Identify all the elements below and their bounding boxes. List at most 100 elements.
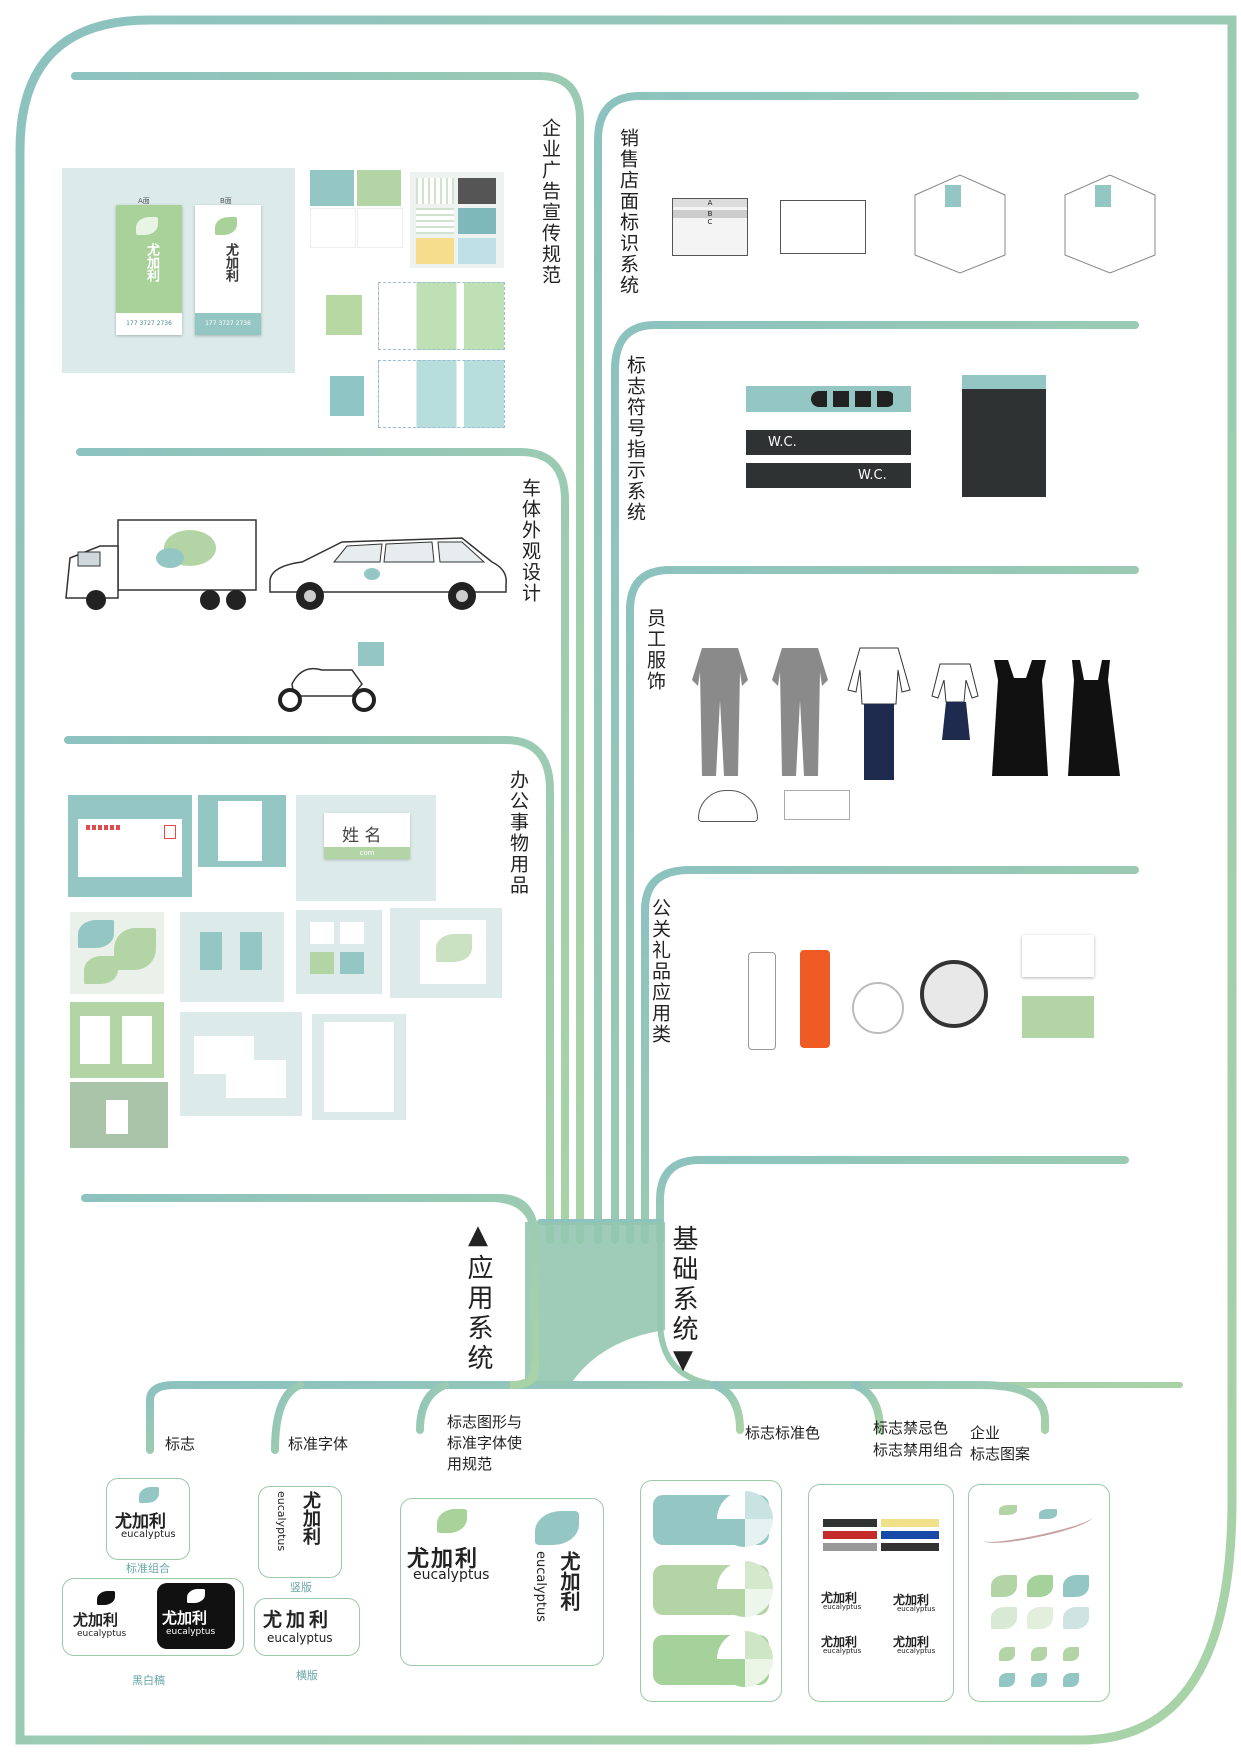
basic-label-forbid-2: 标志禁用组合 xyxy=(873,1441,964,1459)
name-card-panel: 姓 名 com xyxy=(296,795,436,901)
store-sign-c: C xyxy=(707,218,713,226)
font-vertical-box: 尤加利 eucalyptus xyxy=(258,1486,342,1578)
logo-bw-box: 尤加利 eucalyptus 尤加利 eucalyptus xyxy=(62,1578,244,1656)
flag-stand-panel xyxy=(180,912,284,1002)
application-system-label: ▲应用系统 xyxy=(463,1220,493,1374)
shopping-bag-green xyxy=(326,295,362,335)
color-cards xyxy=(310,170,403,248)
car-illustration xyxy=(269,537,507,610)
wc-label-2: W.C. xyxy=(858,468,887,483)
gift-card-green xyxy=(1022,996,1094,1038)
store-interior-1 xyxy=(914,174,1006,274)
forbidden-color-box: 尤加利 eucalyptus 尤加利 eucalyptus 尤加利 eucaly… xyxy=(808,1484,954,1702)
basic-label-rule-1: 标志图形与 xyxy=(447,1413,523,1431)
business-card-a: 尤加利 177 3727 2736 xyxy=(116,205,182,335)
cups-panel xyxy=(296,910,382,994)
logo-bw-black-en: eucalyptus xyxy=(166,1627,216,1637)
logo-rule-box: 尤加利 eucalyptus 尤加利 eucalyptus xyxy=(400,1498,604,1666)
leaf-folder xyxy=(70,912,164,994)
font-horizontal-en: eucalyptus xyxy=(267,1631,333,1645)
logo-standard-box: 尤加利 eucalyptus xyxy=(106,1478,190,1560)
folder-panel xyxy=(390,908,502,998)
wc-sign-1: W.C. xyxy=(746,430,911,455)
letterhead-panel xyxy=(198,795,286,867)
basic-label-pattern-1: 企业 xyxy=(970,1424,1001,1442)
forbid-logo-2-en: eucalyptus xyxy=(897,1605,936,1613)
font-vertical-cn: 尤加利 xyxy=(300,1491,321,1545)
lighter-orange xyxy=(800,950,830,1048)
caption-vertical: 竖版 xyxy=(290,1581,312,1594)
card-a-phone: 177 3727 2736 xyxy=(116,313,182,335)
standard-color-box xyxy=(640,1480,782,1702)
store-interior-2 xyxy=(1064,174,1156,274)
uniforms-row xyxy=(692,647,1120,780)
shopping-bag-teal xyxy=(330,376,364,416)
store-sign-b: B xyxy=(673,210,747,218)
badge-panel xyxy=(70,1002,164,1078)
rule-horizontal-cn: 尤加利 xyxy=(407,1547,480,1572)
branch-label-ad: 企业广告宣传规范 xyxy=(539,118,561,286)
store-front-a: A B C xyxy=(672,198,748,256)
no-sign-bar xyxy=(746,386,911,412)
rule-horizontal-en: eucalyptus xyxy=(413,1567,490,1583)
card-b-logo-text: 尤加利 xyxy=(223,243,238,282)
caption-standard-combo: 标准组合 xyxy=(126,1562,170,1575)
basic-label-forbid-1: 标志禁忌色 xyxy=(873,1419,949,1437)
font-vertical-en: eucalyptus xyxy=(275,1491,288,1552)
card-a-label: A面 xyxy=(138,197,150,205)
pattern-grid-panel xyxy=(410,172,504,268)
logo-bw-black-cn: 尤加利 xyxy=(162,1609,208,1627)
forbid-logo-2-cn: 尤加利 xyxy=(893,1593,930,1607)
basic-label-rule-2: 标准字体使 xyxy=(447,1434,523,1452)
envelope-panel xyxy=(68,795,192,897)
store-front-b xyxy=(780,200,866,254)
forbid-logo-3-cn: 尤加利 xyxy=(821,1635,858,1649)
ad-card-panel: A面 B面 尤加利 177 3727 2736 尤加利 177 3727 273… xyxy=(62,168,295,373)
branch-label-office: 办公事物用品 xyxy=(507,770,529,896)
business-card-b: 尤加利 177 3727 2736 xyxy=(195,205,261,335)
card-b-phone: 177 3727 2736 xyxy=(195,313,261,335)
rule-vertical-en: eucalyptus xyxy=(533,1551,548,1623)
caption-horizontal: 横版 xyxy=(296,1669,318,1682)
branch-label-uniform: 员工服饰 xyxy=(644,608,666,692)
lighter-white xyxy=(748,952,776,1050)
name-tag xyxy=(784,790,850,820)
forbid-logo-3-en: eucalyptus xyxy=(823,1647,862,1655)
basic-system-label: 基础系统▼ xyxy=(668,1225,698,1379)
wc-label-1: W.C. xyxy=(768,435,797,450)
invoice-panel xyxy=(312,1014,406,1120)
logo-standard-en: eucalyptus xyxy=(121,1529,176,1540)
logo-bw-white-cn: 尤加利 xyxy=(73,1611,119,1629)
basic-label-logo: 标志 xyxy=(165,1435,196,1453)
name-card-sub: com xyxy=(324,847,410,859)
name-card-title: 姓 名 xyxy=(342,826,382,846)
bag-dieline-teal xyxy=(378,360,505,428)
basic-label-pattern-2: 标志图案 xyxy=(970,1445,1031,1463)
scooter-illustration xyxy=(278,642,384,712)
lanyard-photo xyxy=(70,1082,168,1148)
gift-card-white xyxy=(1022,935,1094,977)
store-sign-a: A xyxy=(673,199,747,207)
keychain xyxy=(852,982,904,1034)
font-horizontal-box: 尤加利 eucalyptus xyxy=(254,1598,360,1656)
branch-label-vehicle: 车体外观设计 xyxy=(519,478,541,604)
basic-label-font: 标准字体 xyxy=(288,1435,349,1453)
basic-label-rule-3: 用规范 xyxy=(447,1455,493,1473)
card-b-label: B面 xyxy=(220,197,232,205)
branch-label-store: 销售店面标识系统 xyxy=(617,128,639,296)
basic-label-color: 标志标准色 xyxy=(745,1424,821,1442)
branch-label-sign: 标志符号指示系统 xyxy=(624,355,646,523)
leaf-card-panel xyxy=(180,1012,302,1116)
rule-vertical-cn: 尤加利 xyxy=(557,1551,581,1611)
forbid-logo-4-cn: 尤加利 xyxy=(893,1635,930,1649)
logo-bw-white-en: eucalyptus xyxy=(77,1629,127,1639)
forbid-logo-1-en: eucalyptus xyxy=(823,1603,862,1611)
card-a-logo-text: 尤加利 xyxy=(144,243,159,282)
bag-dieline-green xyxy=(378,282,505,350)
caption-bw: 黑白稿 xyxy=(132,1674,165,1687)
font-horizontal-cn: 尤加利 xyxy=(263,1609,333,1631)
forbid-logo-4-en: eucalyptus xyxy=(897,1647,936,1655)
forbid-logo-1-cn: 尤加利 xyxy=(821,1591,858,1605)
logo-standard-cn: 尤加利 xyxy=(115,1512,166,1532)
